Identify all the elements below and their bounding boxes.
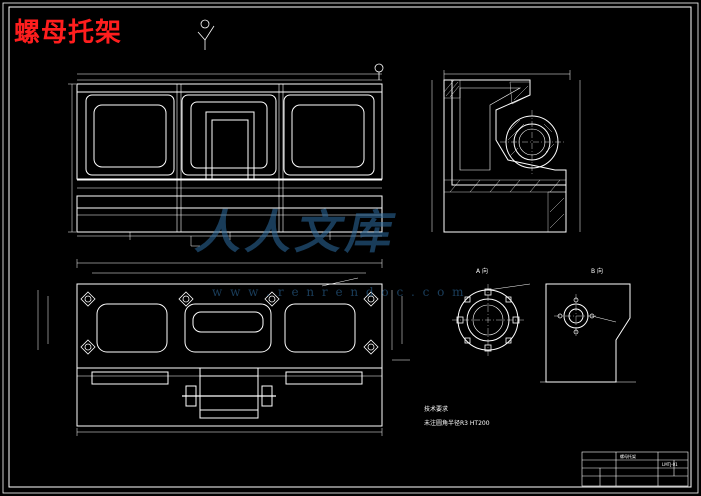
tech-notes-line: 未注圆角半径R3 HT200 [424,420,490,427]
inner-frame [8,6,692,488]
front-view [68,63,384,247]
title-block-code: LMTJ-01 [662,462,678,467]
title-block-name: 螺母托架 [620,454,636,459]
drawing-title: 螺母托架 [14,18,123,48]
view-a-label: A 向 [476,268,489,275]
top-view [37,259,410,436]
view-b [540,283,636,383]
side-view [431,70,581,233]
watermark-text: 人人文库 [191,205,404,259]
view-b-label: B 向 [591,268,604,275]
watermark-url: w w w . r e n r e n d o c . c o m [212,285,466,299]
tech-notes-heading: 技术要求 [424,406,449,413]
roughness-symbol [197,19,215,50]
view-a [452,283,531,356]
title-block [581,451,689,487]
